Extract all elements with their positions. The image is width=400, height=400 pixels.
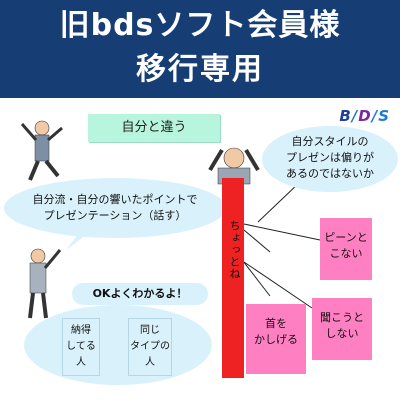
left-thought-line1: 自分流・自分の響いたポイントで xyxy=(32,193,198,206)
red-bar xyxy=(222,178,244,378)
pink-box-tilt-head: 首を かしげる xyxy=(246,304,306,374)
pink-box-not-resonating: ピーンと こない xyxy=(320,218,372,280)
pink3-line1: 聞こうと xyxy=(320,311,364,324)
pink1-line1: ピーンと xyxy=(324,231,368,244)
right-thought-line2: プレゼンは偏りが xyxy=(286,151,374,164)
vertical-text: ちょっとね xyxy=(228,220,241,280)
box2-line2: タイプの xyxy=(130,341,170,352)
box1-line3: 人 xyxy=(76,357,86,368)
right-thought-line1: 自分スタイルの xyxy=(291,135,369,148)
header-title-line1: 旧bdsソフト会員様 xyxy=(59,8,341,43)
pink2-line1: 首を xyxy=(265,317,287,330)
header-title-line2: 移行専用 xyxy=(136,52,264,87)
connector-line-4 xyxy=(243,261,313,309)
pink-box-not-listening: 聞こうと しない xyxy=(312,298,372,360)
bds-logo: B/D/S xyxy=(339,107,390,125)
connector-line-5 xyxy=(257,181,301,223)
same-type-person-box: 同じ タイプの 人 xyxy=(128,318,172,376)
header-banner: 旧bdsソフト会員様 移行専用 xyxy=(0,0,400,98)
box1-line2: してる xyxy=(66,341,96,352)
right-thought-text: 自分スタイルの プレゼンは偏りが あるのではないか xyxy=(266,134,394,182)
left-thought-text: 自分流・自分の響いたポイントで プレゼンテーション（話す） xyxy=(10,192,220,224)
jumping-man-icon xyxy=(20,120,63,181)
left-thought-line2: プレゼンテーション（話す） xyxy=(43,209,187,222)
pink1-line2: こない xyxy=(329,247,363,260)
pointing-man-icon xyxy=(28,248,62,319)
right-thought-bubble xyxy=(262,126,398,192)
understanding-person-box: 納得 してる 人 xyxy=(62,318,100,376)
pink3-line2: しない xyxy=(325,327,359,340)
ok-speech-bubble: OKよくわかるよ！ xyxy=(72,283,208,305)
right-thought-line3: あるのではないか xyxy=(286,167,374,180)
left-thought-bubble xyxy=(4,178,226,238)
audience-group-ellipse xyxy=(24,305,212,385)
box2-line3: 人 xyxy=(145,357,155,368)
connector-line-1 xyxy=(243,223,321,241)
box1-line1: 納得 xyxy=(71,325,91,336)
pink2-line2: かしげる xyxy=(254,333,298,346)
box2-line1: 同じ xyxy=(140,325,160,336)
title-box: 自分と違う xyxy=(88,114,220,142)
connector-line-2 xyxy=(243,229,271,253)
